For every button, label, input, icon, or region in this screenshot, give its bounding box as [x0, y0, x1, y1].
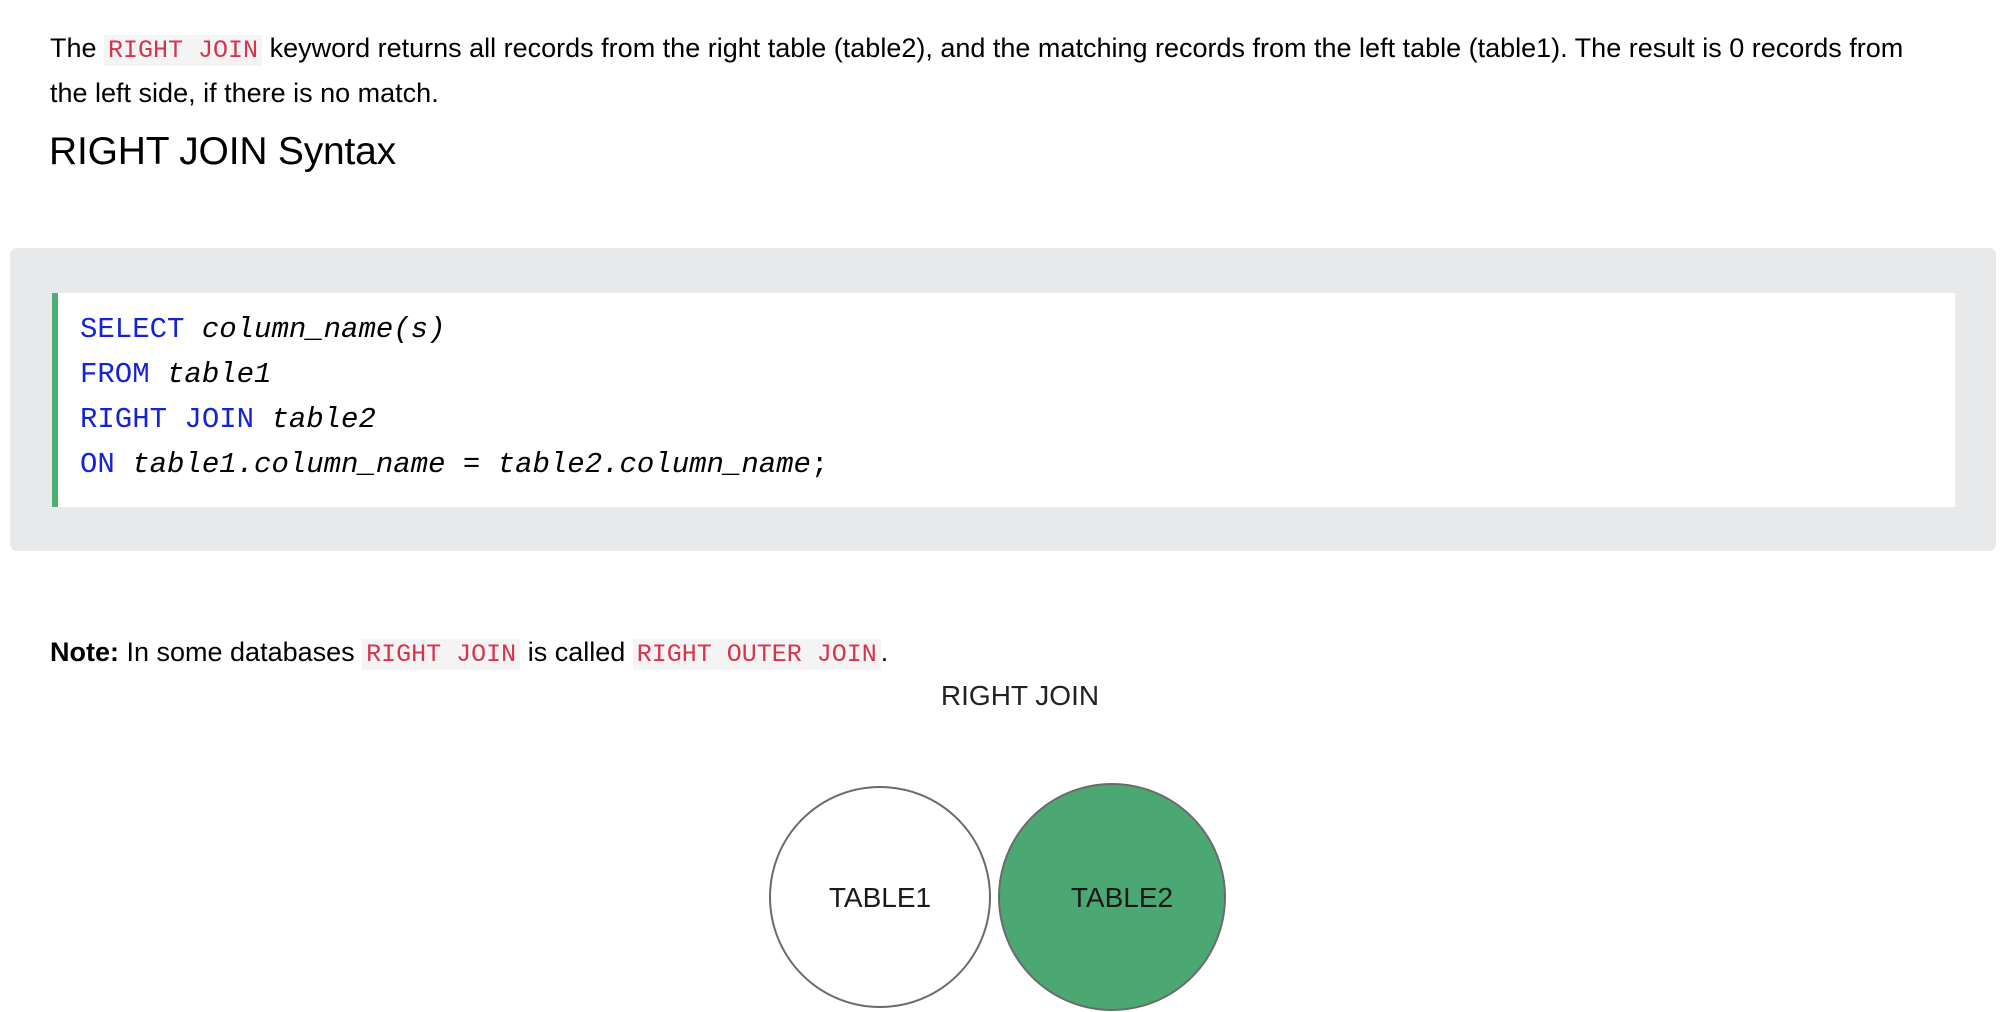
note-label: Note:	[50, 637, 119, 667]
code-identifier: table2	[271, 403, 376, 436]
code-identifier: column_name(s)	[201, 313, 446, 346]
inline-code-right-join-2: RIGHT JOIN	[362, 639, 521, 670]
code-line: RIGHT JOIN table2	[80, 397, 1955, 442]
code-keyword: ON	[80, 448, 115, 481]
venn-circle-table1	[769, 786, 991, 1008]
inline-code-right-join: RIGHT JOIN	[104, 35, 263, 66]
intro-text-before: The	[50, 33, 105, 63]
venn-circle-table2	[998, 783, 1226, 1011]
code-keyword: FROM	[80, 358, 150, 391]
code-block: SELECT column_name(s) FROM table1 RIGHT …	[52, 293, 1955, 507]
code-line: FROM table1	[80, 352, 1955, 397]
page-title: RIGHT JOIN Syntax	[49, 130, 396, 173]
venn-label-table1: TABLE1	[829, 882, 931, 913]
venn-diagram-title: RIGHT JOIN	[940, 680, 1100, 711]
code-terminator: ;	[810, 448, 829, 481]
code-keyword: RIGHT JOIN	[80, 403, 255, 436]
code-line: SELECT column_name(s)	[80, 307, 1955, 352]
note-text-3: .	[880, 637, 889, 667]
note-text-1: In some databases	[119, 637, 363, 667]
note-paragraph: Note: In some databases RIGHT JOIN is ca…	[50, 632, 888, 675]
inline-code-right-outer-join: RIGHT OUTER JOIN	[632, 639, 881, 670]
code-block-container: SELECT column_name(s) FROM table1 RIGHT …	[10, 248, 1996, 551]
venn-diagram-svg: TABLE1 TABLE2	[769, 783, 1226, 1011]
code-identifier: table1.column_name = table2.column_name	[132, 448, 811, 481]
code-line: ON table1.column_name = table2.column_na…	[80, 442, 1955, 487]
venn-label-table2: TABLE2	[1071, 882, 1173, 913]
intro-paragraph: The RIGHT JOIN keyword returns all recor…	[50, 27, 1930, 115]
code-identifier: table1	[167, 358, 272, 391]
intro-text-after: keyword returns all records from the rig…	[50, 33, 1904, 108]
venn-diagram: RIGHT JOIN TABLE1 TABLE2	[740, 680, 1300, 1012]
note-text-2: is called	[520, 637, 633, 667]
code-keyword: SELECT	[80, 313, 185, 346]
